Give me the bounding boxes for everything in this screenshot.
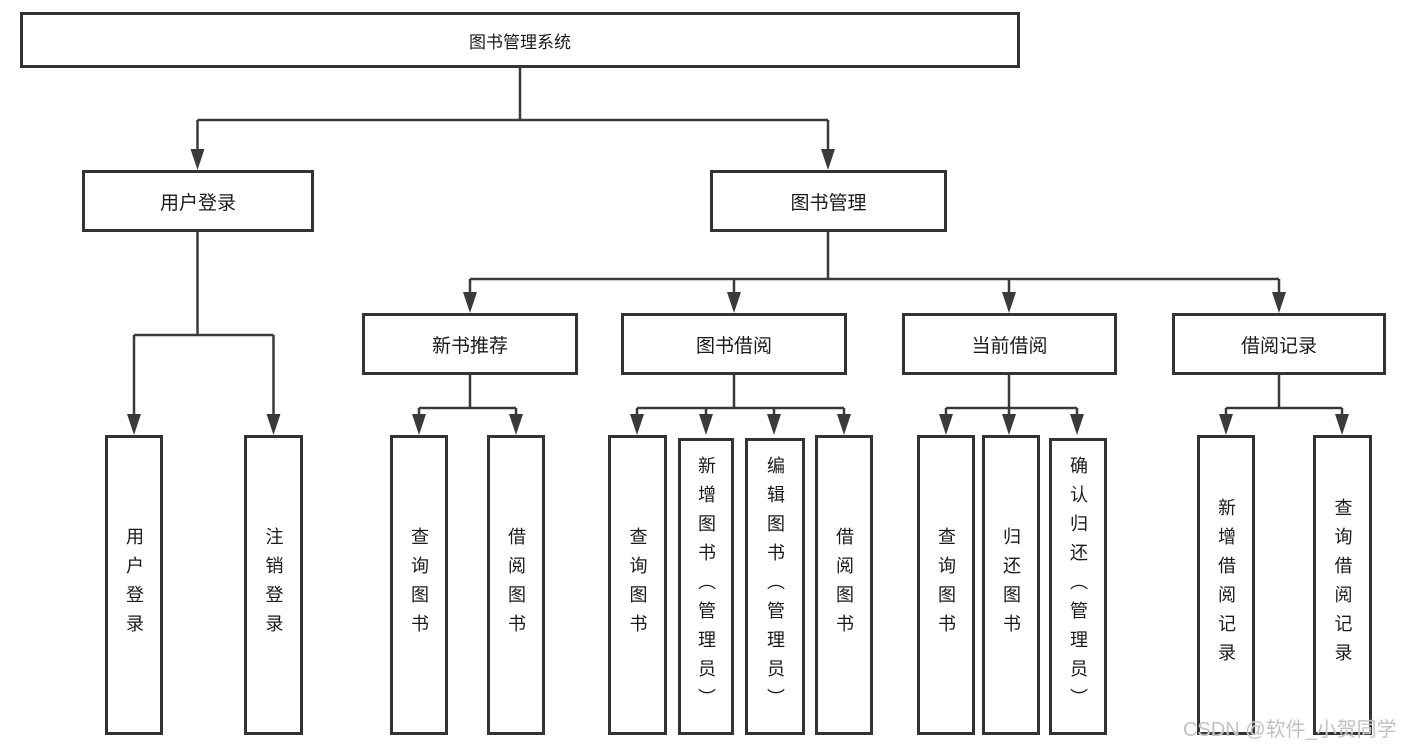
leaf-add-borrow-record: 新增借阅记录: [1197, 435, 1255, 735]
leaf-edit-book-admin: 编辑图书（管理员）: [745, 438, 805, 735]
leaf-label: 查询图书: [627, 527, 648, 643]
leaf-borrow-books-borrowing: 借阅图书: [815, 435, 873, 735]
node-label: 图书管理: [790, 192, 867, 214]
leaf-return-book: 归还图书: [982, 435, 1040, 735]
arrowheads: [127, 149, 1349, 435]
leaf-add-book-admin: 新增图书（管理员）: [678, 438, 734, 735]
leaf-query-books-borrowing: 查询图书: [608, 435, 667, 735]
node-book-borrowing: 图书借阅: [621, 313, 847, 375]
node-current-borrowing: 当前借阅: [902, 313, 1117, 375]
leaf-label: 确认归还（管理员）: [1068, 456, 1088, 717]
leaf-label: 新增借阅记录: [1216, 498, 1236, 672]
node-new-book-recommendation: 新书推荐: [362, 313, 578, 375]
node-label: 当前借阅: [971, 335, 1048, 357]
leaf-label: 归还图书: [1001, 527, 1021, 643]
node-borrowing-records: 借阅记录: [1172, 313, 1386, 375]
leaf-query-books-recommend: 查询图书: [390, 435, 448, 735]
node-book-management: 图书管理: [710, 170, 947, 232]
node-user-login: 用户登录: [82, 170, 314, 232]
leaf-label: 借阅图书: [834, 527, 854, 643]
leaf-label: 编辑图书（管理员）: [765, 456, 785, 717]
csdn-watermark: CSDN @软件_小贺同学: [1183, 719, 1397, 741]
node-label: 用户登录: [159, 192, 236, 214]
leaf-query-books-current: 查询图书: [917, 435, 975, 735]
leaf-label: 查询借阅记录: [1332, 498, 1353, 672]
leaf-label: 新增图书（管理员）: [696, 456, 716, 717]
leaf-user-login: 用户登录: [105, 435, 163, 735]
leaf-label: 查询图书: [936, 527, 956, 643]
leaf-borrow-books-recommend: 借阅图书: [487, 435, 545, 735]
node-label: 借阅记录: [1240, 335, 1317, 357]
leaf-label: 用户登录: [124, 527, 144, 643]
node-label: 图书管理系统: [469, 32, 571, 52]
node-library-management-system: 图书管理系统: [20, 12, 1020, 68]
leaf-logout: 注销登录: [244, 435, 303, 735]
leaf-label: 查询图书: [409, 527, 429, 643]
leaf-query-borrow-record: 查询借阅记录: [1313, 435, 1372, 735]
node-label: 新书推荐: [431, 335, 508, 357]
leaf-label: 借阅图书: [506, 527, 526, 643]
leaf-confirm-return-admin: 确认归还（管理员）: [1049, 438, 1107, 735]
node-label: 图书借阅: [695, 335, 772, 357]
leaf-label: 注销登录: [263, 527, 284, 643]
